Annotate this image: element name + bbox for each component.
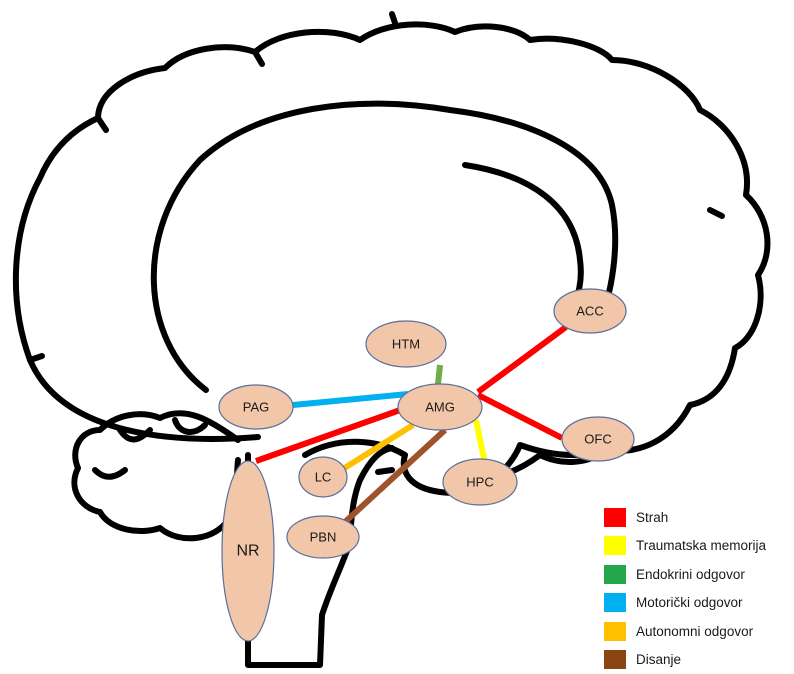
region-amg-label: AMG [425, 400, 455, 415]
connection-amg-htm [438, 365, 440, 384]
connection-amg-acc [478, 327, 566, 392]
region-ofc: OFC [562, 417, 634, 461]
region-lc: LC [299, 457, 347, 497]
legend-item-traumatska-memorija: Traumatska memorija [604, 532, 794, 561]
region-ofc-label: OFC [584, 432, 611, 447]
region-pbn-label: PBN [310, 530, 337, 545]
legend-label: Motorički odgovor [636, 595, 743, 610]
legend-item-endokrini-odgovor: Endokrini odgovor [604, 560, 794, 589]
legend-item-strah: Strah [604, 503, 794, 532]
legend-swatch [604, 508, 626, 527]
fornix-curve [465, 165, 581, 302]
region-hpc: HPC [443, 459, 517, 505]
sulcus-mark [98, 118, 106, 130]
legend-item-motoricki-odgovor: Motorički odgovor [604, 589, 794, 618]
region-pag: PAG [219, 385, 293, 429]
region-acc-label: ACC [576, 304, 603, 319]
region-htm: HTM [366, 321, 446, 367]
sulcus-mark [30, 356, 42, 360]
legend-swatch [604, 536, 626, 555]
legend-swatch [604, 565, 626, 584]
connection-amg-pag [293, 394, 408, 405]
legend-swatch [604, 650, 626, 669]
legend: Strah Traumatska memorija Endokrini odgo… [604, 503, 794, 674]
sulcus-mark [392, 14, 396, 26]
connection-amg-ofc [478, 395, 562, 438]
region-acc: ACC [554, 289, 626, 333]
legend-label: Traumatska memorija [636, 538, 766, 553]
region-amg: AMG [398, 384, 482, 430]
sulcus-mark [710, 210, 722, 216]
legend-item-autonomni-odgovor: Autonomni odgovor [604, 617, 794, 646]
legend-label: Disanje [636, 652, 681, 667]
region-htm-label: HTM [392, 337, 420, 352]
legend-swatch [604, 622, 626, 641]
legend-label: Endokrini odgovor [636, 567, 745, 582]
region-pbn: PBN [287, 516, 359, 558]
connection-amg-hpc [476, 420, 484, 459]
brainstem-notch [378, 470, 392, 472]
legend-swatch [604, 593, 626, 612]
region-nr: NR [222, 461, 274, 641]
region-pag-label: PAG [243, 400, 270, 415]
region-lc-label: LC [315, 470, 332, 485]
legend-label: Strah [636, 510, 668, 525]
sulcus-mark [255, 52, 262, 64]
region-hpc-label: HPC [466, 475, 493, 490]
region-nr-label: NR [236, 543, 259, 560]
legend-label: Autonomni odgovor [636, 624, 753, 639]
